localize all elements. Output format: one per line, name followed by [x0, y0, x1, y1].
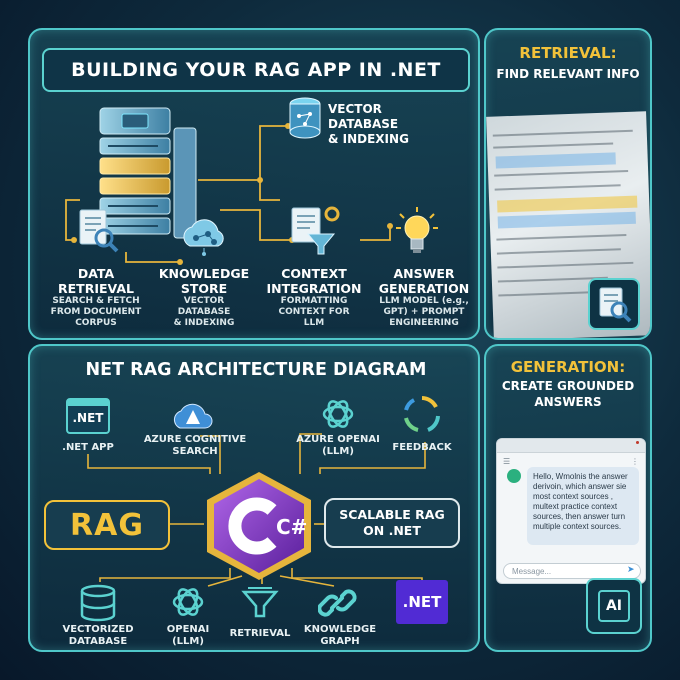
vector-database-icon: [289, 97, 321, 139]
window-close-dot[interactable]: [636, 441, 639, 444]
rag-app-panel: BUILDING YOUR RAG APP IN .NET: [28, 28, 480, 340]
panel-title: BUILDING YOUR RAG APP IN .NET: [42, 48, 470, 92]
retrieval-subtitle: FIND RELEVANT INFO: [496, 67, 640, 81]
knowledge-graph-label: KNOWLEDGE GRAPH: [303, 624, 377, 647]
retrieval-panel: RETRIEVAL: FIND RELEVANT INFO: [484, 28, 652, 340]
generation-subtitle-2: ANSWERS: [534, 395, 602, 409]
feedback-label: FEEDBACK: [392, 442, 452, 453]
knowledge-graph-link-icon: [318, 589, 357, 617]
azure-openai-label: AZURE OPENAI (LLM): [296, 434, 380, 457]
menu-icon[interactable]: ☰: [503, 457, 511, 466]
net-app-label: .NET APP: [62, 442, 114, 453]
ai-chip-badge: AI: [586, 578, 642, 634]
ai-chip-icon: AI: [598, 590, 630, 622]
azure-cloud-icon: [173, 403, 213, 429]
scalable-rag-box: SCALABLE RAG ON .NET: [324, 498, 460, 548]
document-magnifier-icon: [599, 287, 632, 323]
retrieval-funnel-icon: [241, 587, 279, 618]
step-knowledge-store: KNOWLEDGE STORE VECTOR DATABASE & INDEXI…: [158, 266, 250, 328]
net-app-icon: .NET: [66, 398, 110, 434]
step-data-retrieval: DATA RETRIEVAL SEARCH & FETCH FROM DOCUM…: [50, 266, 142, 328]
chat-window: ☰ ⋮ Hello, Wmolnis the answer derivoin, …: [496, 438, 646, 584]
feedback-cycle-icon: [404, 396, 440, 432]
csharp-logo-icon: C#: [207, 472, 311, 580]
azure-cognitive-search-label: AZURE COGNITIVE SEARCH: [143, 434, 247, 457]
lightbulb-icon: [396, 207, 438, 253]
chat-titlebar: [497, 439, 645, 453]
document-search-icon: [79, 209, 119, 253]
generation-panel: GENERATION: CREATE GROUNDED ANSWERS ☰ ⋮ …: [484, 344, 652, 652]
vector-db-label-1: VECTOR DATABASE: [328, 102, 399, 131]
message-input[interactable]: Message...: [503, 563, 641, 579]
document-search-badge: [588, 278, 640, 330]
step-context-integration: CONTEXT INTEGRATION FORMATTING CONTEXT F…: [266, 266, 362, 328]
architecture-connectors: [87, 433, 426, 587]
vector-db-label-2: & INDEXING: [328, 132, 409, 146]
more-options-icon[interactable]: ⋮: [631, 457, 639, 466]
rag-label-box: RAG: [44, 500, 170, 550]
dotnet-badge: .NET: [396, 580, 448, 624]
assistant-message: Hello, Wmolnis the answer derivoin, whic…: [527, 467, 639, 545]
cloud-network-icon: [183, 219, 224, 256]
architecture-panel: NET RAG ARCHITECTURE DIAGRAM .NET .NET A…: [28, 344, 480, 652]
generation-subtitle-1: CREATE GROUNDED: [501, 379, 635, 393]
document-funnel-icon: [291, 206, 340, 255]
generation-title: GENERATION:: [510, 358, 626, 376]
retrieval-title: RETRIEVAL:: [519, 44, 617, 62]
vectorized-database-label: VECTORIZED DATABASE: [62, 624, 134, 647]
architecture-title: NET RAG ARCHITECTURE DIAGRAM: [85, 360, 427, 380]
retrieval-label: RETRIEVAL: [229, 628, 291, 639]
openai-llm-icon: [172, 588, 204, 616]
send-icon[interactable]: ➤: [627, 565, 635, 575]
openai-logo-icon: [322, 400, 354, 428]
vectorized-database-icon: [80, 584, 116, 622]
openai-llm-label: OPENAI (LLM): [166, 624, 210, 647]
assistant-avatar: [507, 469, 521, 483]
server-stack-icon: [99, 107, 197, 239]
step-answer-generation: ANSWER GENERATION LLM MODEL (e.g., GPT) …: [378, 266, 470, 328]
csharp-hash-text: C#: [276, 515, 307, 539]
